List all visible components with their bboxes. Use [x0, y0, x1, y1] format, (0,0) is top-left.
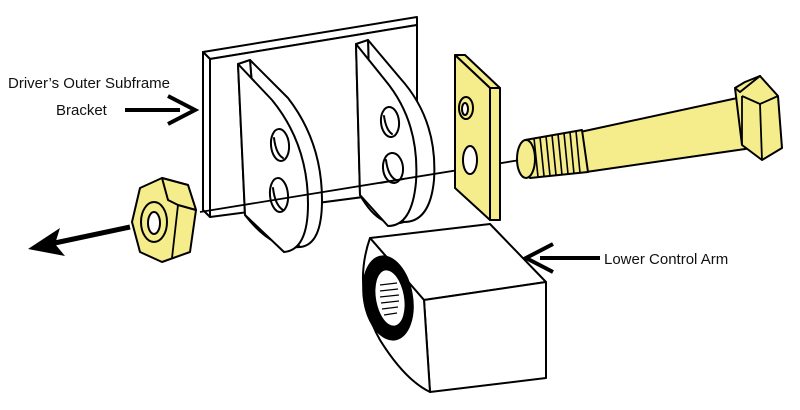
control-arm-label: Lower Control Arm [604, 251, 728, 268]
bolt [516, 75, 783, 179]
arrow-left-icon [521, 242, 600, 274]
arrow-left-icon [28, 224, 131, 256]
hex-nut [131, 177, 197, 263]
lower-control-arm [361, 223, 547, 393]
spacer-washer [454, 54, 501, 221]
subframe-bracket-label-line1: Driver’s Outer Subframe [8, 75, 170, 92]
arrow-right-icon [125, 94, 200, 126]
subframe-bracket-label-line2: Bracket [56, 102, 108, 119]
left-bracket-ear [237, 59, 323, 253]
bolt-threads [516, 129, 589, 179]
bolt-hex-head [734, 75, 783, 161]
control-arm-bushing [362, 255, 414, 341]
